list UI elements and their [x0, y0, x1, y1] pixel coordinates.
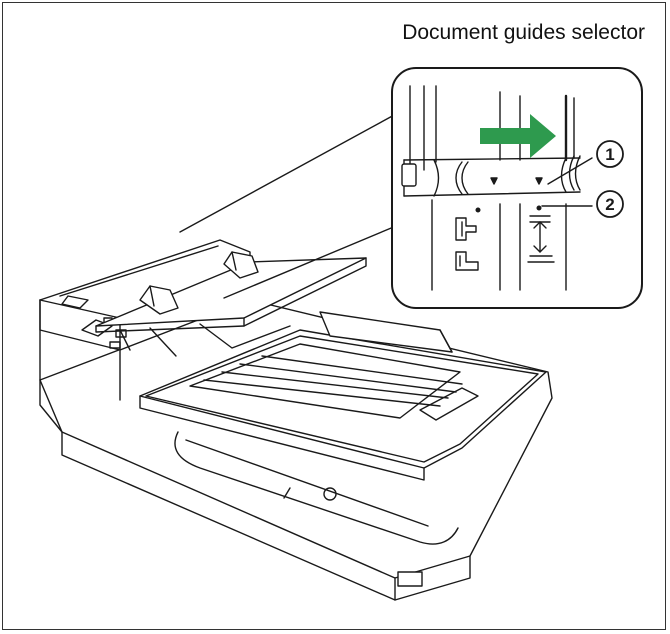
zoom-line-upper: [179, 113, 397, 233]
feed-tray: [95, 251, 367, 357]
figure-title: Document guides selector: [402, 21, 645, 44]
callout-2-label: 2: [605, 195, 614, 214]
callout-2: 2: [596, 190, 624, 218]
zoom-inset: [391, 67, 643, 309]
callout-1-label: 1: [605, 145, 614, 164]
callout-1: 1: [596, 140, 624, 168]
arrow-icon: [480, 114, 556, 158]
zoom-line-lower: [223, 225, 397, 299]
flatbed-lid: [139, 311, 547, 481]
